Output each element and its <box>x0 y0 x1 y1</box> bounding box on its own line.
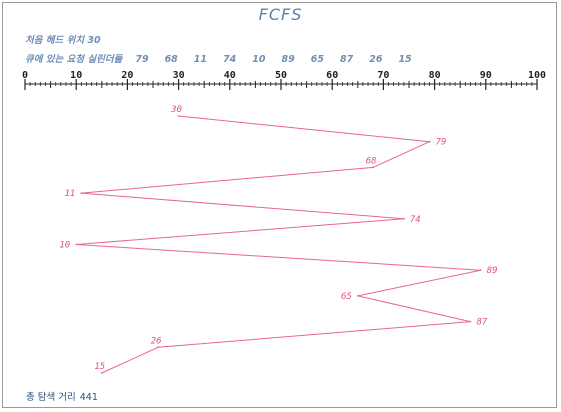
seek-point-label: 74 <box>410 215 421 225</box>
x-tick-label: 70 <box>377 70 389 81</box>
x-tick-label: 80 <box>429 70 441 81</box>
queue-value: 79 <box>135 54 149 65</box>
chart-title: FCFS <box>258 5 303 24</box>
queue-value: 15 <box>398 54 412 65</box>
seek-point <box>356 295 359 297</box>
queue-value: 65 <box>310 54 324 65</box>
seek-point-label: 79 <box>435 138 446 148</box>
x-tick-label: 90 <box>480 70 492 81</box>
seek-point-label: 87 <box>476 318 487 328</box>
x-tick-label: 50 <box>275 70 287 81</box>
initial-head-label: 처음 헤드 위치 <box>25 35 85 46</box>
seek-point-label: 65 <box>341 292 352 302</box>
x-tick-label: 10 <box>70 70 82 81</box>
queue-value: 87 <box>339 54 354 65</box>
chart-frame <box>2 2 557 408</box>
queue-value: 10 <box>252 54 266 65</box>
seek-point-label: 30 <box>170 105 182 115</box>
total-seek-label: 총 탐색 거리 <box>26 392 76 403</box>
seek-point <box>75 243 78 246</box>
request-queue-label: 큐에 있는 요청 실린더들 <box>25 54 123 65</box>
request-queue-info: 큐에 있는 요청 실린더들 79 68 11 74 10 89 65 87 26 15 <box>25 51 412 65</box>
seek-point <box>100 372 103 374</box>
x-tick-label: 100 <box>528 70 546 81</box>
seek-point-label: 68 <box>366 156 377 166</box>
queue-value: 89 <box>281 54 295 65</box>
total-seek-value: 441 <box>79 392 98 403</box>
seek-point <box>157 346 160 349</box>
seek-point-label: 10 <box>59 241 70 251</box>
x-tick-label: 60 <box>326 70 338 81</box>
initial-head-value: 30 <box>87 35 101 46</box>
queue-value: 68 <box>164 54 178 65</box>
seek-point <box>372 166 375 169</box>
seek-point-label: 26 <box>151 336 162 346</box>
seek-point <box>177 115 180 117</box>
x-tick-label: 40 <box>224 70 236 81</box>
seek-point <box>479 269 482 272</box>
x-tick-label: 20 <box>121 70 133 81</box>
seek-point-label: 15 <box>94 362 105 372</box>
seek-point-label: 89 <box>487 266 498 276</box>
seek-point <box>428 140 431 143</box>
initial-head-info: 처음 헤드 위치 30 <box>25 32 101 46</box>
queue-value: 26 <box>369 54 383 65</box>
queue-value: 11 <box>193 54 208 65</box>
seek-point <box>80 192 83 195</box>
x-tick-label: 0 <box>22 70 28 81</box>
seek-path-line <box>76 115 481 374</box>
seek-point-label: 11 <box>64 189 75 199</box>
request-queue-values: 79 68 11 74 10 89 65 87 26 15 <box>122 54 411 65</box>
seek-point <box>469 320 472 323</box>
x-tick-label: 30 <box>173 70 185 81</box>
seek-point <box>402 217 405 220</box>
queue-value: 74 <box>223 54 237 65</box>
